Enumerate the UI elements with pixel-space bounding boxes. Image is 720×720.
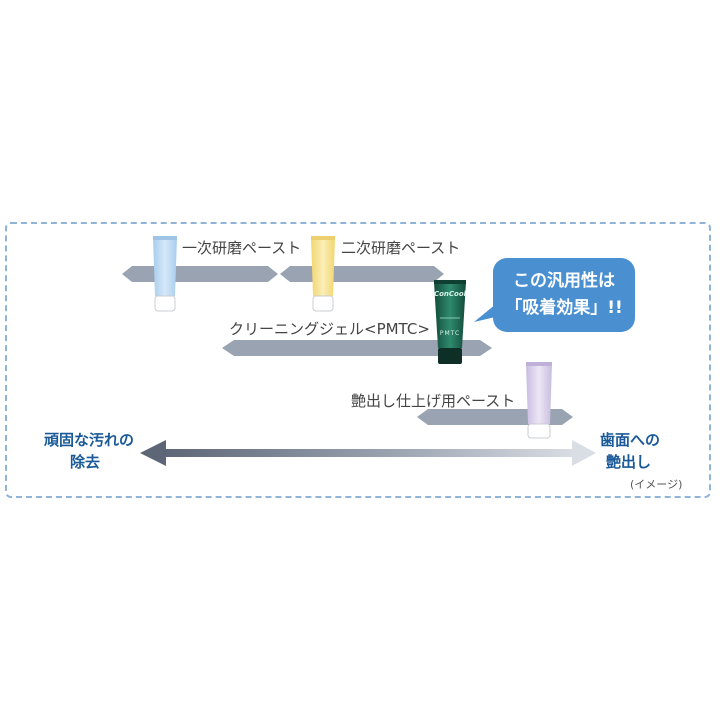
cleaning-gel-label: クリーニングジェル<PMTC> (229, 320, 430, 338)
axis-right-arrowhead (572, 440, 596, 466)
axis-shaft (162, 449, 576, 457)
callout-line2: 「吸着効果」!! (505, 298, 623, 318)
secondary-paste-tube-icon (311, 236, 335, 312)
axis-left-label-line2: 除去 (70, 453, 101, 471)
cleaning-gel-tube-product: PMTC (439, 330, 461, 337)
axis-left-label-line1: 頑固な汚れの (44, 431, 135, 449)
gloss-paste-tube-icon (526, 362, 552, 439)
cleaning-gel-tube-icon (434, 280, 466, 364)
callout-bubble (474, 258, 635, 332)
primary-paste-label: 一次研磨ペースト (182, 239, 302, 257)
primary-paste-range-bar (122, 266, 278, 282)
axis-right-label-line2: 艶出し (606, 453, 652, 471)
secondary-paste-range-bar (280, 266, 444, 282)
diagram-frame (5, 222, 711, 498)
gloss-paste-label: 艶出し仕上げ用ペースト (351, 392, 516, 410)
axis-left-arrowhead (140, 440, 166, 466)
callout-line1: この汎用性は (513, 271, 615, 291)
secondary-paste-label: 二次研磨ペースト (341, 239, 461, 257)
image-note: (イメージ) (630, 478, 683, 491)
cleaning-gel-tube-brand: ConCool (433, 290, 467, 298)
cleaning-gel-range-bar (222, 340, 492, 356)
axis-right-label-line1: 歯面への (600, 431, 661, 449)
primary-paste-tube-icon (153, 236, 177, 312)
